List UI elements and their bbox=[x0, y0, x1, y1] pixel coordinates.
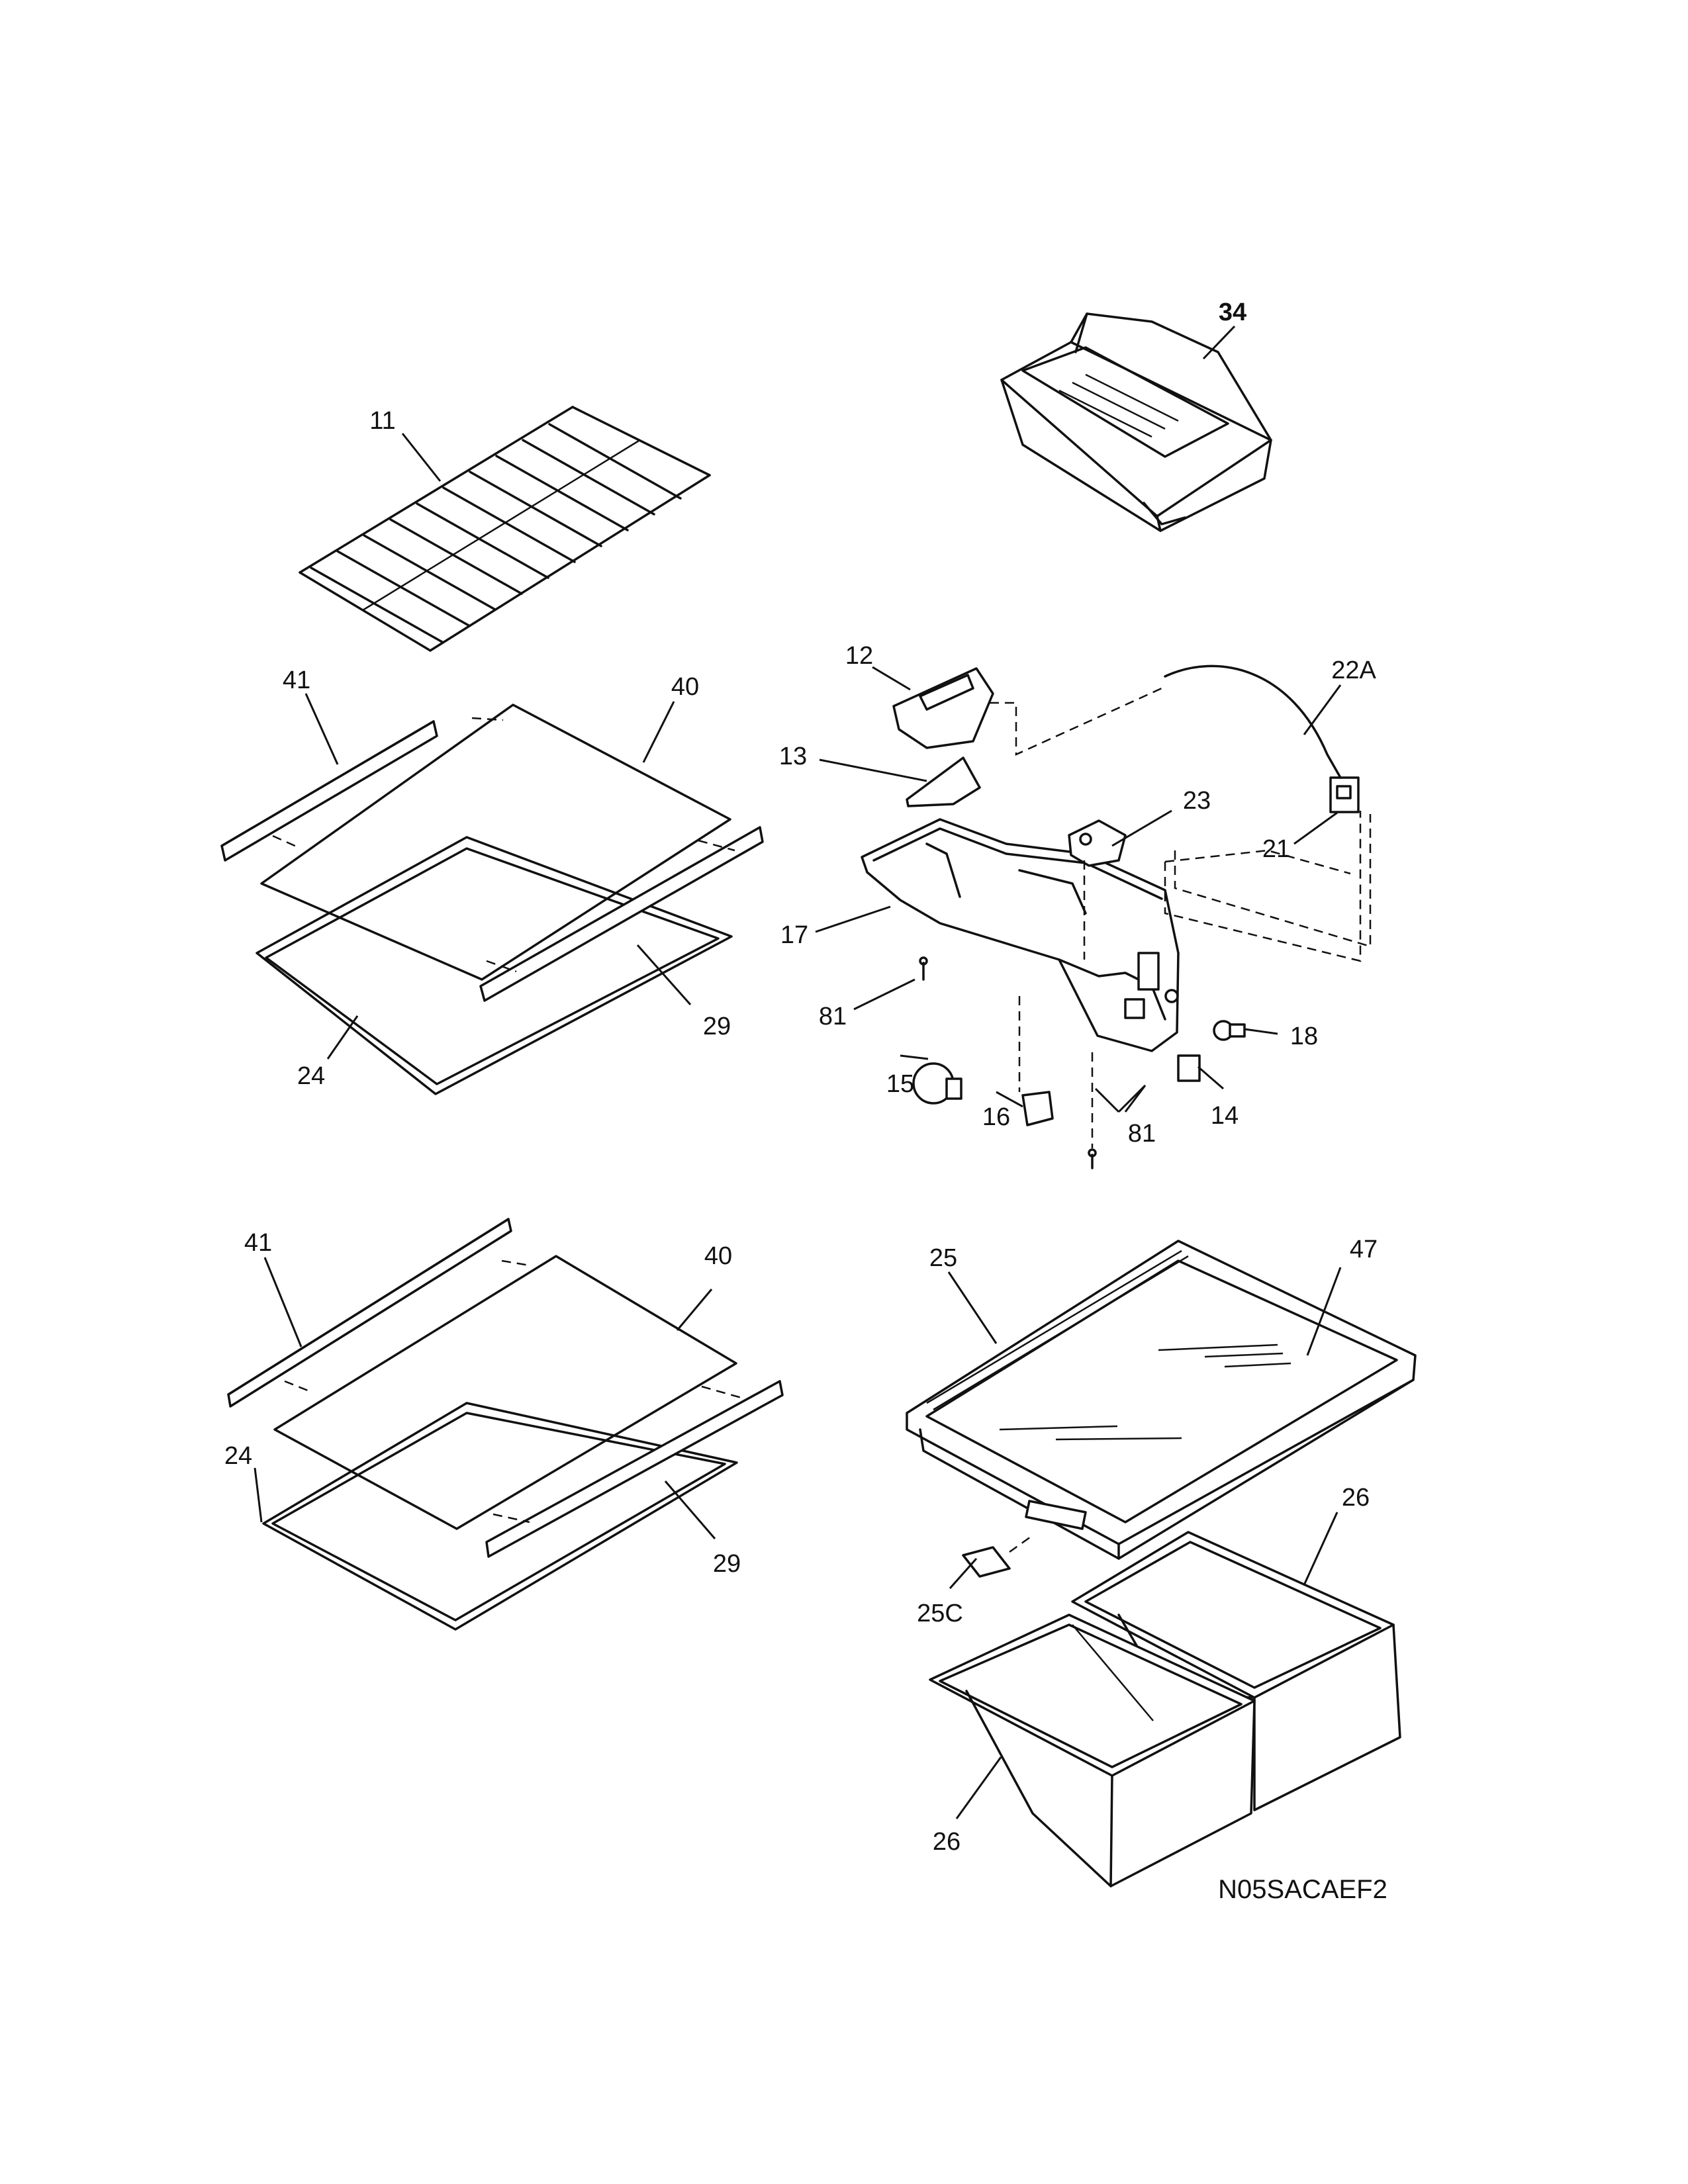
callout-21: 21 bbox=[1262, 835, 1290, 863]
callout-24-upper: 24 bbox=[297, 1062, 325, 1090]
callout-26-left: 26 bbox=[933, 1828, 961, 1856]
callout-17: 17 bbox=[780, 921, 808, 949]
callout-34: 34 bbox=[1219, 298, 1246, 326]
callout-40-lower: 40 bbox=[704, 1242, 732, 1270]
callout-29-lower: 29 bbox=[713, 1550, 741, 1578]
callout-16: 16 bbox=[982, 1103, 1010, 1131]
callout-23: 23 bbox=[1183, 787, 1211, 815]
callout-41-upper: 41 bbox=[283, 666, 310, 694]
glass-shelf-upper bbox=[220, 704, 764, 1095]
light-housing-assembly bbox=[861, 664, 1372, 1169]
callout-81-left: 81 bbox=[819, 1003, 847, 1030]
leader-lines bbox=[254, 325, 1342, 1819]
callout-22a: 22A bbox=[1331, 657, 1376, 684]
ice-bin bbox=[1000, 312, 1272, 532]
wire-shelf bbox=[299, 406, 711, 652]
callout-24-lower: 24 bbox=[224, 1442, 252, 1470]
glass-shelf-lower bbox=[227, 1218, 784, 1631]
callout-25c: 25C bbox=[917, 1600, 963, 1627]
crisper-cover bbox=[906, 1240, 1417, 1578]
callout-12: 12 bbox=[845, 642, 873, 670]
callout-11: 11 bbox=[369, 407, 395, 435]
callout-29-upper: 29 bbox=[703, 1013, 731, 1040]
callout-81-right: 81 bbox=[1128, 1120, 1156, 1148]
callout-15: 15 bbox=[886, 1070, 914, 1098]
callout-40-upper: 40 bbox=[671, 673, 699, 701]
callout-41-lower: 41 bbox=[244, 1229, 272, 1257]
callout-47: 47 bbox=[1350, 1236, 1378, 1263]
callout-25: 25 bbox=[929, 1244, 957, 1272]
drawing-code: N05SACAEF2 bbox=[1218, 1875, 1387, 1904]
callout-labels: 11 34 12 22A 13 23 21 17 81 15 16 81 14 … bbox=[224, 298, 1387, 1904]
callout-26-right: 26 bbox=[1342, 1484, 1370, 1512]
callout-13: 13 bbox=[779, 743, 807, 770]
callout-14: 14 bbox=[1211, 1102, 1239, 1130]
crisper-drawers bbox=[929, 1531, 1401, 1888]
callout-18: 18 bbox=[1290, 1023, 1318, 1050]
